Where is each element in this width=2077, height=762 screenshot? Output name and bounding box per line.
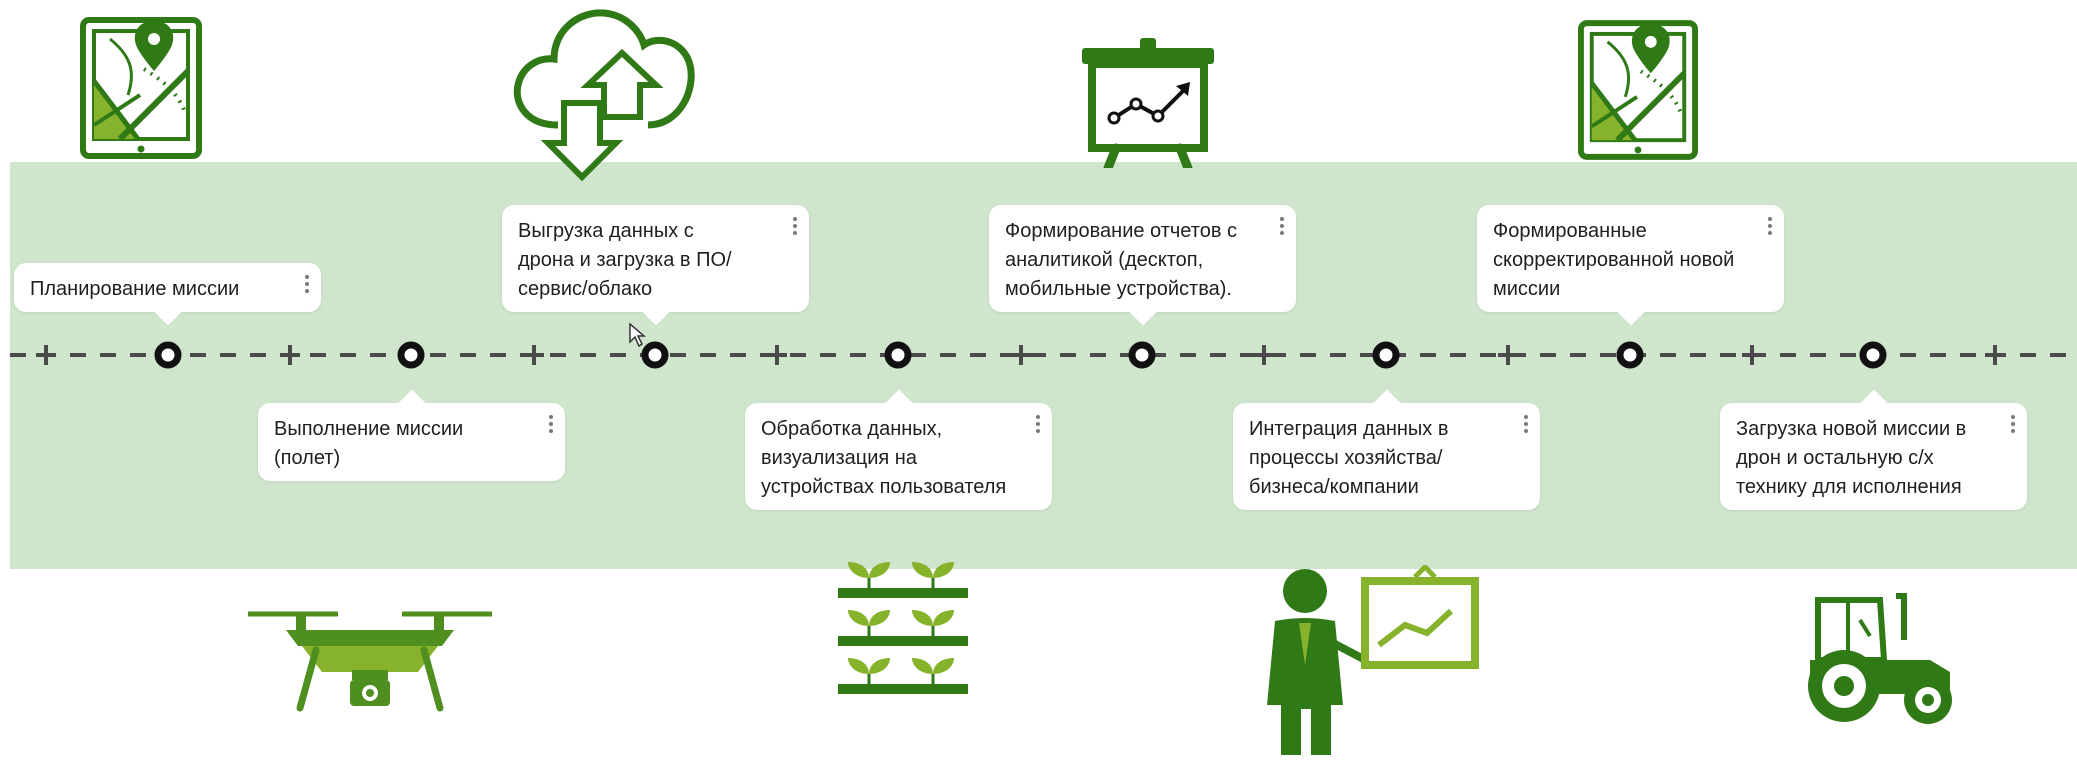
plant-rows-icon: [838, 562, 968, 694]
timeline-node-2: [397, 341, 425, 369]
timeline-node-4: [884, 341, 912, 369]
timeline-node-8: [1859, 341, 1887, 369]
more-options-icon[interactable]: [2011, 415, 2015, 433]
tablet-map-icon: [1578, 20, 1698, 160]
timeline-node-1: [154, 341, 182, 369]
step-card-text: Загрузка новой миссии в дрон и остальную…: [1736, 418, 1967, 498]
more-options-icon[interactable]: [1524, 415, 1528, 433]
step-card-8: Загрузка новой миссии в дрон и остальную…: [1720, 403, 2027, 510]
step-card-2: Выполнение миссии (полет): [258, 403, 565, 481]
step-card-text: Интеграция данных в процессы хозяйства/ …: [1249, 418, 1449, 498]
more-options-icon[interactable]: [1280, 217, 1284, 235]
step-card-text: Выполнение миссии (полет): [274, 418, 464, 469]
more-options-icon[interactable]: [793, 217, 797, 235]
step-card-3: Выгрузка данных с дрона и загрузка в ПО/…: [502, 205, 809, 312]
tractor-icon: [1808, 593, 1952, 724]
step-card-text: Формирование отчетов с аналитикой (дескт…: [1005, 220, 1238, 300]
presentation-board-icon: [1082, 38, 1214, 168]
more-options-icon[interactable]: [549, 415, 553, 433]
tablet-map-icon: [80, 17, 202, 159]
step-card-text: Выгрузка данных с дрона и загрузка в ПО/…: [518, 220, 732, 300]
mouse-pointer-icon: [629, 322, 646, 348]
more-options-icon[interactable]: [1036, 415, 1040, 433]
timeline-node-3: [641, 341, 669, 369]
step-card-text: Формированные скорректированной новой ми…: [1493, 220, 1735, 300]
cloud-upload-download-icon: [513, 9, 695, 182]
timeline-plus-markers: [36, 345, 2005, 365]
timeline-nodes: [154, 341, 1887, 369]
step-card-4: Обработка данных, визуализация на устрой…: [745, 403, 1052, 510]
drone-icon: [248, 611, 492, 712]
step-card-5: Формирование отчетов с аналитикой (дескт…: [989, 205, 1296, 312]
more-options-icon[interactable]: [1768, 217, 1772, 235]
step-card-6: Интеграция данных в процессы хозяйства/ …: [1233, 403, 1540, 510]
timeline-node-7: [1616, 341, 1644, 369]
timeline-node-6: [1372, 341, 1400, 369]
step-card-7: Формированные скорректированной новой ми…: [1477, 205, 1784, 312]
more-options-icon[interactable]: [305, 275, 309, 293]
presenter-chart-icon: [1267, 565, 1479, 755]
step-card-text: Планирование миссии: [30, 278, 240, 300]
timeline-node-5: [1128, 341, 1156, 369]
step-card-1: Планирование миссии: [14, 263, 321, 312]
step-card-text: Обработка данных, визуализация на устрой…: [761, 418, 1007, 498]
